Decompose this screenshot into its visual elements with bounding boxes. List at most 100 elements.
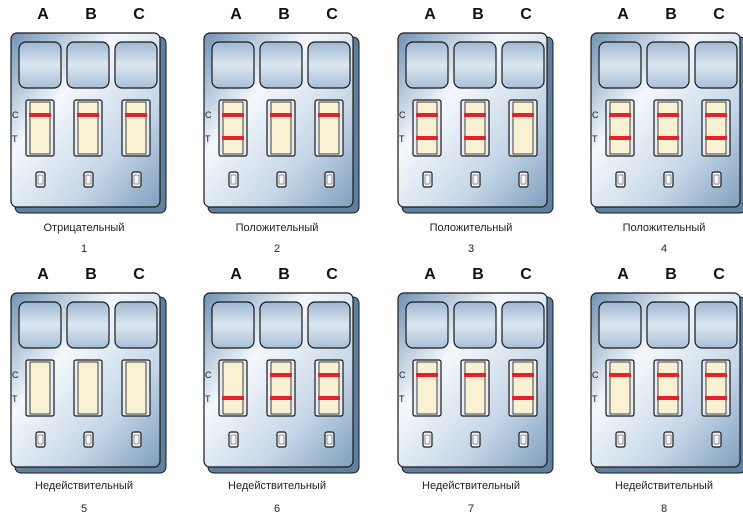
control-line-b bbox=[464, 113, 486, 117]
sample-well-a bbox=[422, 171, 433, 188]
test-line-label: T bbox=[12, 134, 18, 144]
column-label-a: A bbox=[424, 6, 436, 23]
sample-well-b bbox=[663, 431, 674, 448]
result-caption: Недействительный bbox=[35, 480, 133, 492]
sample-window-b bbox=[453, 301, 497, 349]
control-line-a bbox=[29, 113, 51, 117]
test-strip-c bbox=[125, 361, 147, 415]
sample-well-b bbox=[470, 171, 481, 188]
column-label-c: C bbox=[326, 6, 338, 23]
test-line-label: T bbox=[399, 394, 405, 404]
test-cassette-3: CT bbox=[397, 32, 554, 214]
test-strip-b bbox=[270, 361, 292, 415]
control-line-label: C bbox=[205, 110, 212, 120]
control-line-a bbox=[609, 373, 631, 377]
control-line-c bbox=[125, 113, 147, 117]
sample-well-b bbox=[276, 171, 287, 188]
column-label-c: C bbox=[133, 6, 145, 23]
sample-window-a bbox=[405, 41, 449, 89]
control-line-label: C bbox=[205, 370, 212, 380]
test-strip-a bbox=[29, 361, 51, 415]
column-label-a: A bbox=[230, 6, 242, 23]
sample-well-c bbox=[131, 171, 142, 188]
sample-window-b bbox=[259, 41, 303, 89]
result-caption: Недействительный bbox=[228, 480, 326, 492]
result-caption: Положительный bbox=[622, 222, 706, 234]
test-strip-c bbox=[125, 101, 147, 155]
test-strip-c bbox=[318, 101, 340, 155]
control-line-a bbox=[609, 113, 631, 117]
test-strip-b bbox=[77, 361, 99, 415]
sample-window-c bbox=[114, 301, 158, 349]
sample-window-a bbox=[598, 41, 642, 89]
column-label-b: B bbox=[472, 6, 484, 23]
control-line-b bbox=[464, 373, 486, 377]
test-strip-a bbox=[416, 101, 438, 155]
test-strip-a bbox=[609, 361, 631, 415]
column-label-a: A bbox=[617, 266, 629, 283]
sample-window-b bbox=[453, 41, 497, 89]
test-strip-a bbox=[222, 361, 244, 415]
control-line-c bbox=[318, 113, 340, 117]
test-line-c bbox=[318, 396, 340, 400]
sample-window-c bbox=[307, 301, 351, 349]
control-line-b bbox=[270, 373, 292, 377]
column-label-a: A bbox=[230, 266, 242, 283]
test-line-a bbox=[416, 136, 438, 140]
test-line-b bbox=[657, 136, 679, 140]
sample-window-a bbox=[211, 41, 255, 89]
sample-window-a bbox=[18, 301, 62, 349]
sample-window-b bbox=[66, 41, 110, 89]
panel-number: 1 bbox=[80, 243, 88, 255]
control-line-label: C bbox=[12, 110, 19, 120]
sample-well-c bbox=[711, 431, 722, 448]
result-caption: Недействительный bbox=[422, 480, 520, 492]
test-cassette-8: CT bbox=[590, 292, 743, 474]
control-line-a bbox=[416, 373, 438, 377]
panel-number: 5 bbox=[80, 503, 88, 515]
sample-window-a bbox=[211, 301, 255, 349]
sample-well-c bbox=[518, 431, 529, 448]
control-line-c bbox=[705, 373, 727, 377]
column-label-a: A bbox=[617, 6, 629, 23]
panel-number: 7 bbox=[467, 503, 475, 515]
column-label-b: B bbox=[278, 6, 290, 23]
test-cassette-6: CT bbox=[203, 292, 360, 474]
sample-well-a bbox=[35, 171, 46, 188]
control-line-c bbox=[512, 113, 534, 117]
test-strip-b bbox=[270, 101, 292, 155]
sample-well-a bbox=[35, 431, 46, 448]
test-cassette-4: CT bbox=[590, 32, 743, 214]
sample-well-b bbox=[83, 431, 94, 448]
test-strip-c bbox=[512, 361, 534, 415]
test-cassette-2: CT bbox=[203, 32, 360, 214]
test-line-a bbox=[609, 136, 631, 140]
control-line-label: C bbox=[592, 370, 599, 380]
test-line-label: T bbox=[592, 134, 598, 144]
control-line-b bbox=[77, 113, 99, 117]
column-label-b: B bbox=[472, 266, 484, 283]
column-label-c: C bbox=[713, 266, 725, 283]
column-label-b: B bbox=[85, 266, 97, 283]
panel-number: 4 bbox=[660, 243, 668, 255]
test-cassette-5: CT bbox=[10, 292, 167, 474]
control-line-b bbox=[657, 113, 679, 117]
test-line-c bbox=[705, 136, 727, 140]
test-strip-c bbox=[512, 101, 534, 155]
sample-well-b bbox=[470, 431, 481, 448]
sample-well-c bbox=[131, 431, 142, 448]
column-label-c: C bbox=[133, 266, 145, 283]
panel-number: 8 bbox=[660, 503, 668, 515]
test-line-label: T bbox=[399, 134, 405, 144]
test-line-b bbox=[464, 136, 486, 140]
result-caption: Недействительный bbox=[615, 480, 713, 492]
sample-window-c bbox=[694, 41, 738, 89]
sample-well-b bbox=[276, 431, 287, 448]
sample-well-a bbox=[615, 431, 626, 448]
column-label-a: A bbox=[37, 6, 49, 23]
sample-window-c bbox=[501, 301, 545, 349]
column-label-c: C bbox=[713, 6, 725, 23]
test-line-b bbox=[270, 396, 292, 400]
test-line-c bbox=[705, 396, 727, 400]
control-line-label: C bbox=[399, 370, 406, 380]
